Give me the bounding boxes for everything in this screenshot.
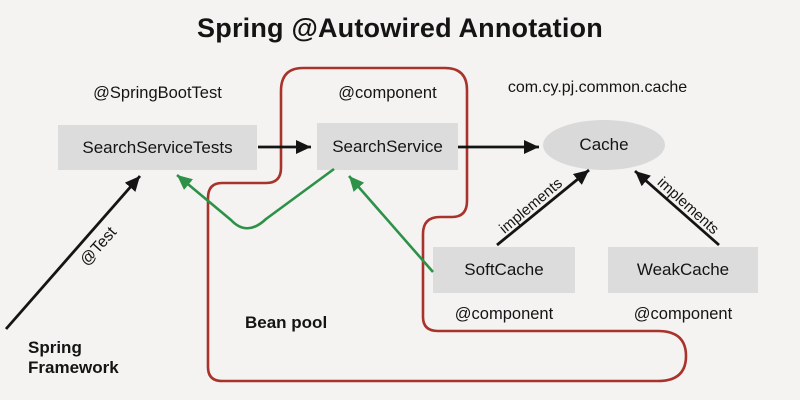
node-search-service-tests-label: SearchServiceTests <box>82 137 233 157</box>
label-cache-package: com.cy.pj.common.cache <box>507 79 688 96</box>
label-implements-right: implements <box>653 174 723 238</box>
annotation-component-weakcache: @component <box>633 305 733 323</box>
page-title: Spring @Autowired Annotation <box>197 13 603 43</box>
label-test-annotation: @Test <box>77 224 121 270</box>
annotation-component-softcache: @component <box>454 305 554 323</box>
annotation-spring-boot-test: @SpringBootTest <box>93 84 222 102</box>
label-implements-left: implements <box>496 174 566 238</box>
label-spring-framework: Spring Framework <box>28 338 119 378</box>
annotation-component-service: @component <box>338 84 437 102</box>
label-bean-pool: Bean pool <box>245 313 328 332</box>
